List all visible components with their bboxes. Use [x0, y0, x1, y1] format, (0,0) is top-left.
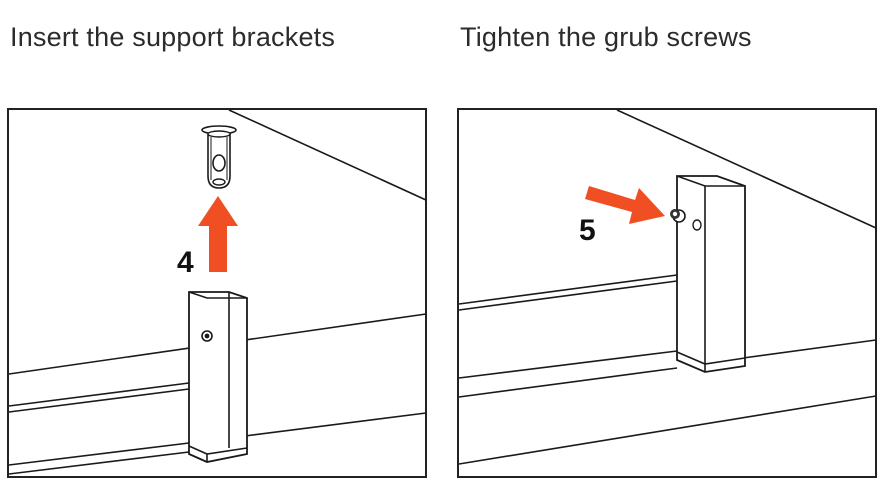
- screw-hole-icon: [692, 219, 702, 231]
- right-arrow-icon: [585, 186, 665, 224]
- tabletop-edge: [228, 109, 427, 201]
- panel-frame: [457, 108, 877, 478]
- step-number-4: 4: [177, 246, 194, 279]
- rail-groove-line: [8, 388, 190, 413]
- grub-screw-icon: [670, 209, 686, 223]
- step-5-title: Tighten the grub screws: [460, 22, 752, 52]
- up-arrow-icon: [198, 196, 238, 272]
- rail-line-4: [458, 367, 678, 398]
- support-bracket-icon: [676, 175, 746, 373]
- step-4-drawing: 4: [7, 108, 427, 478]
- rail-lower-line: [8, 382, 190, 407]
- support-bracket-icon: [188, 291, 248, 463]
- rail-line-1: [458, 274, 678, 305]
- tube-insert-icon: [201, 125, 237, 189]
- rail-line-2: [458, 280, 678, 311]
- step-4-illustration: 4: [7, 108, 427, 478]
- panel-frame: [7, 108, 427, 478]
- step-5-drawing: 5: [457, 108, 877, 478]
- tabletop-edge: [616, 109, 877, 229]
- step-number-5: 5: [579, 214, 596, 247]
- bottom-edge-line: [458, 395, 877, 465]
- step-5-illustration: 5: [457, 108, 877, 478]
- bottom-rail-line-1: [8, 442, 190, 466]
- bottom-rail-line-2: [8, 451, 190, 475]
- bottom-rail-line-3: [244, 412, 427, 437]
- step-4-title: Insert the support brackets: [10, 22, 336, 52]
- rail-line-3: [458, 350, 678, 379]
- rail-line-5: [742, 339, 877, 359]
